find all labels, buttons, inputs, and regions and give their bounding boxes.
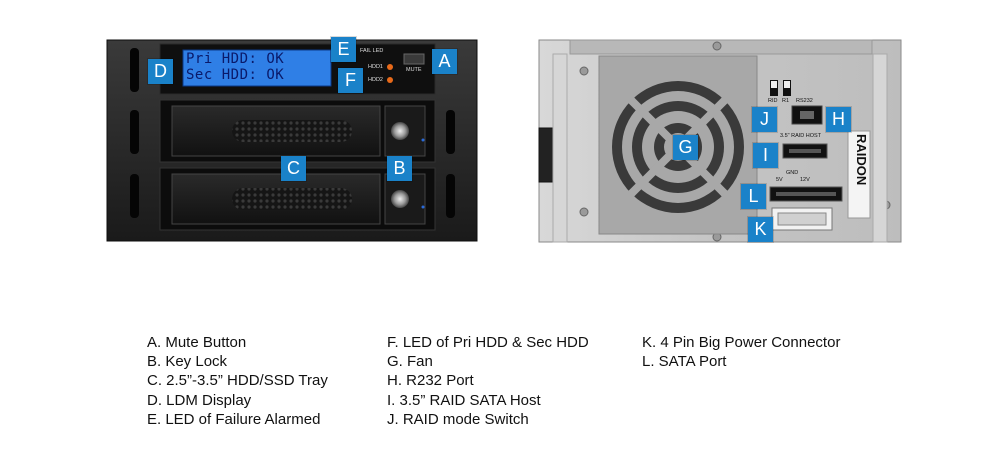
callout-g: G <box>673 135 698 160</box>
lcd-line-2: Sec HDD: OK <box>186 67 285 83</box>
callout-c: C <box>281 156 306 181</box>
callout-k: K <box>748 217 773 242</box>
sata-host-port-inner <box>789 149 821 153</box>
legend-item: E. LED of Failure Alarmed <box>147 410 321 428</box>
legend-column-2: F. LED of Pri HDD & Sec HDD G. Fan H. R2… <box>387 333 589 429</box>
screw <box>579 207 589 217</box>
legend-item: K. 4 Pin Big Power Connector <box>642 334 841 351</box>
legend-item: H. R232 Port <box>387 372 474 390</box>
callout-i: I <box>753 143 778 168</box>
power-connector-inner <box>777 212 827 226</box>
rs232-port-inner <box>800 111 814 119</box>
brand-logo: RAIDON <box>854 134 869 186</box>
5v-label: 5V <box>776 177 783 183</box>
callout-j: J <box>752 107 777 132</box>
callout-b: B <box>387 156 412 181</box>
callout-f: F <box>338 68 363 93</box>
legend-item: L. SATA Port <box>642 353 727 371</box>
rid-label: RID <box>768 98 778 104</box>
legend-item: B. Key Lock <box>147 353 228 371</box>
hdd1-led-label: HDD1 <box>368 64 383 70</box>
callout-e: E <box>331 37 356 62</box>
side-bracket <box>538 127 554 183</box>
vent-slot <box>446 110 455 154</box>
tray-2-key-lock[interactable] <box>391 190 409 208</box>
front-view <box>106 39 478 242</box>
12v-label: 12V <box>800 177 810 183</box>
hdd1-led <box>387 64 393 70</box>
side-rail <box>872 53 888 243</box>
tray-1-mesh <box>232 120 352 142</box>
brand-label <box>847 130 871 219</box>
mute-button[interactable] <box>403 53 425 65</box>
callout-a: A <box>432 49 457 74</box>
lcd-display <box>182 49 332 87</box>
legend-column-1: A. Mute Button B. Key Lock C. 2.5”-3.5” … <box>147 333 328 429</box>
vent-slot <box>130 110 139 154</box>
fail-led-label: FAIL LED <box>360 48 384 54</box>
callout-l: L <box>741 184 766 209</box>
gnd-label: GND <box>786 170 799 176</box>
switch-toggle <box>784 81 790 88</box>
legend-item: A. Mute Button <box>147 334 247 351</box>
tray-2-mesh <box>232 188 352 210</box>
tray-2-indicator <box>421 205 425 209</box>
callout-h: H <box>826 107 851 132</box>
vent-slot <box>130 48 139 92</box>
lcd-line-1: Pri HDD: OK <box>186 51 285 67</box>
legend-item: F. LED of Pri HDD & Sec HDD <box>387 334 589 351</box>
sata-port-inner <box>776 192 836 196</box>
hdd2-led-label: HDD2 <box>368 77 383 83</box>
mute-label: MUTE <box>406 67 422 73</box>
hdd2-led <box>387 77 393 83</box>
legend-item: C. 2.5”-3.5” HDD/SSD Tray <box>147 372 328 390</box>
legend-item: D. LDM Display <box>147 391 252 409</box>
switch-toggle <box>771 81 777 88</box>
legend-item: J. RAID mode Switch <box>387 410 529 428</box>
r1-label: R1 <box>782 98 790 104</box>
rs232-label: RS232 <box>796 98 813 104</box>
tray-1-key-lock[interactable] <box>391 122 409 140</box>
screw <box>712 41 722 51</box>
legend-item: G. Fan <box>387 353 433 371</box>
tray-1-indicator <box>421 138 425 142</box>
callout-d: D <box>148 59 173 84</box>
screw <box>579 66 589 76</box>
side-rail <box>552 53 568 243</box>
vent-slot <box>446 174 455 218</box>
legend-column-3: K. 4 Pin Big Power Connector L. SATA Por… <box>642 333 840 371</box>
raid-host-label: 3.5" RAID HOST <box>780 133 822 139</box>
legend-item: I. 3.5” RAID SATA Host <box>387 391 541 409</box>
back-view <box>538 39 902 243</box>
vent-slot <box>130 174 139 218</box>
